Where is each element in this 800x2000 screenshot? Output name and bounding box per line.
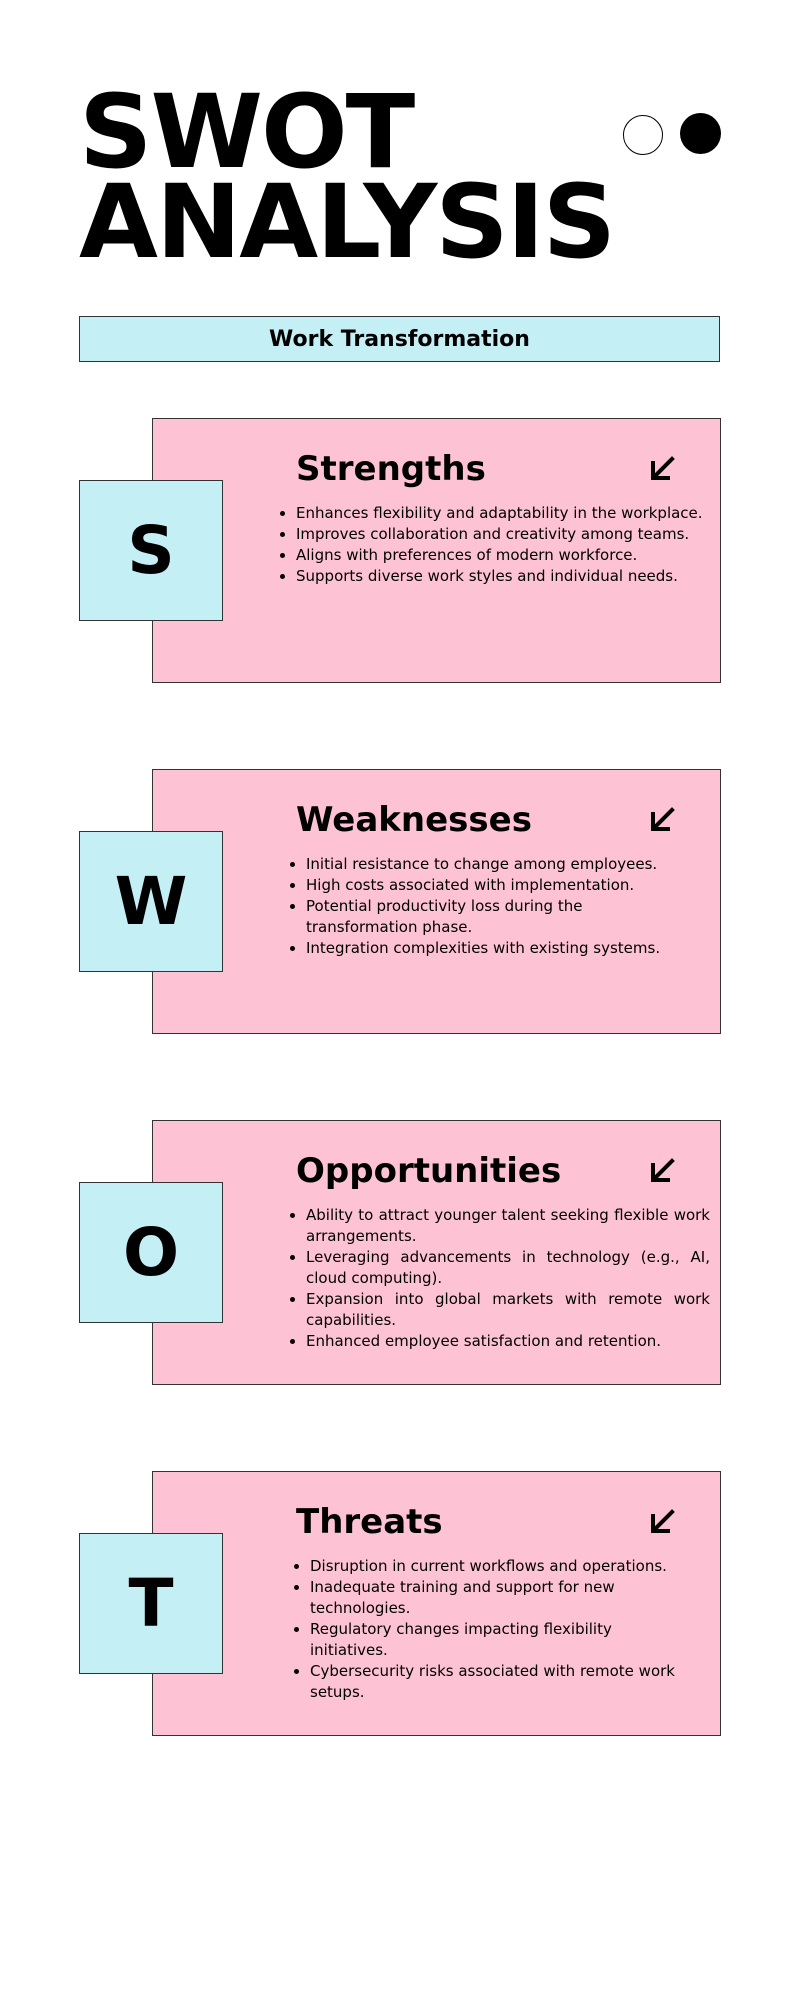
opportunities-list: Ability to attract younger talent seekin… xyxy=(276,1205,710,1352)
list-item: Integration complexities with existing s… xyxy=(306,938,710,959)
list-item: Leveraging advancements in technology (e… xyxy=(306,1247,710,1289)
arrow-down-left-icon xyxy=(651,1509,675,1533)
opportunities-title: Opportunities xyxy=(296,1151,562,1191)
subtitle-text: Work Transformation xyxy=(269,326,530,352)
list-item: Improves collaboration and creativity am… xyxy=(296,524,710,545)
list-item: Supports diverse work styles and individ… xyxy=(296,566,710,587)
title-line-1: SWOT xyxy=(79,73,415,192)
page-title: SWOT ANALYSIS xyxy=(79,73,616,282)
weaknesses-list: Initial resistance to change among emplo… xyxy=(276,854,710,959)
arrow-down-left-icon xyxy=(651,807,675,831)
strengths-letter-box: S xyxy=(79,480,223,621)
subtitle-banner: Work Transformation xyxy=(79,316,720,362)
filled-circle-decoration xyxy=(680,113,721,154)
list-item: Enhanced employee satisfaction and reten… xyxy=(306,1331,710,1352)
weaknesses-letter: W xyxy=(114,863,188,940)
title-line-2: ANALYSIS xyxy=(79,163,616,282)
threats-list: Disruption in current workflows and oper… xyxy=(280,1556,688,1703)
arrow-down-left-icon xyxy=(651,456,675,480)
outline-circle-decoration xyxy=(623,115,663,155)
opportunities-letter-box: O xyxy=(79,1182,223,1323)
opportunities-card: Opportunities Ability to attract younger… xyxy=(152,1120,721,1385)
strengths-letter: S xyxy=(127,512,175,589)
list-item: Ability to attract younger talent seekin… xyxy=(306,1205,710,1247)
arrow-down-left-icon xyxy=(651,1158,675,1182)
weaknesses-card: Weaknesses Initial resistance to change … xyxy=(152,769,721,1034)
list-item: Aligns with preferences of modern workfo… xyxy=(296,545,710,566)
list-item: High costs associated with implementatio… xyxy=(306,875,710,896)
strengths-list: Enhances flexibility and adaptability in… xyxy=(266,503,710,587)
threats-letter: T xyxy=(128,1565,174,1642)
list-item: Initial resistance to change among emplo… xyxy=(306,854,710,875)
list-item: Disruption in current workflows and oper… xyxy=(310,1556,688,1577)
opportunities-letter: O xyxy=(122,1214,180,1291)
weaknesses-letter-box: W xyxy=(79,831,223,972)
list-item: Cybersecurity risks associated with remo… xyxy=(310,1661,688,1703)
list-item: Regulatory changes impacting flexibility… xyxy=(310,1619,688,1661)
strengths-title: Strengths xyxy=(296,449,486,489)
list-item: Enhances flexibility and adaptability in… xyxy=(296,503,710,524)
list-item: Potential productivity loss during the t… xyxy=(306,896,710,938)
threats-title: Threats xyxy=(296,1502,443,1542)
strengths-card: Strengths Enhances flexibility and adapt… xyxy=(152,418,721,683)
threats-letter-box: T xyxy=(79,1533,223,1674)
weaknesses-title: Weaknesses xyxy=(296,800,532,840)
list-item: Expansion into global markets with remot… xyxy=(306,1289,710,1331)
list-item: Inadequate training and support for new … xyxy=(310,1577,688,1619)
threats-card: Threats Disruption in current workflows … xyxy=(152,1471,721,1736)
